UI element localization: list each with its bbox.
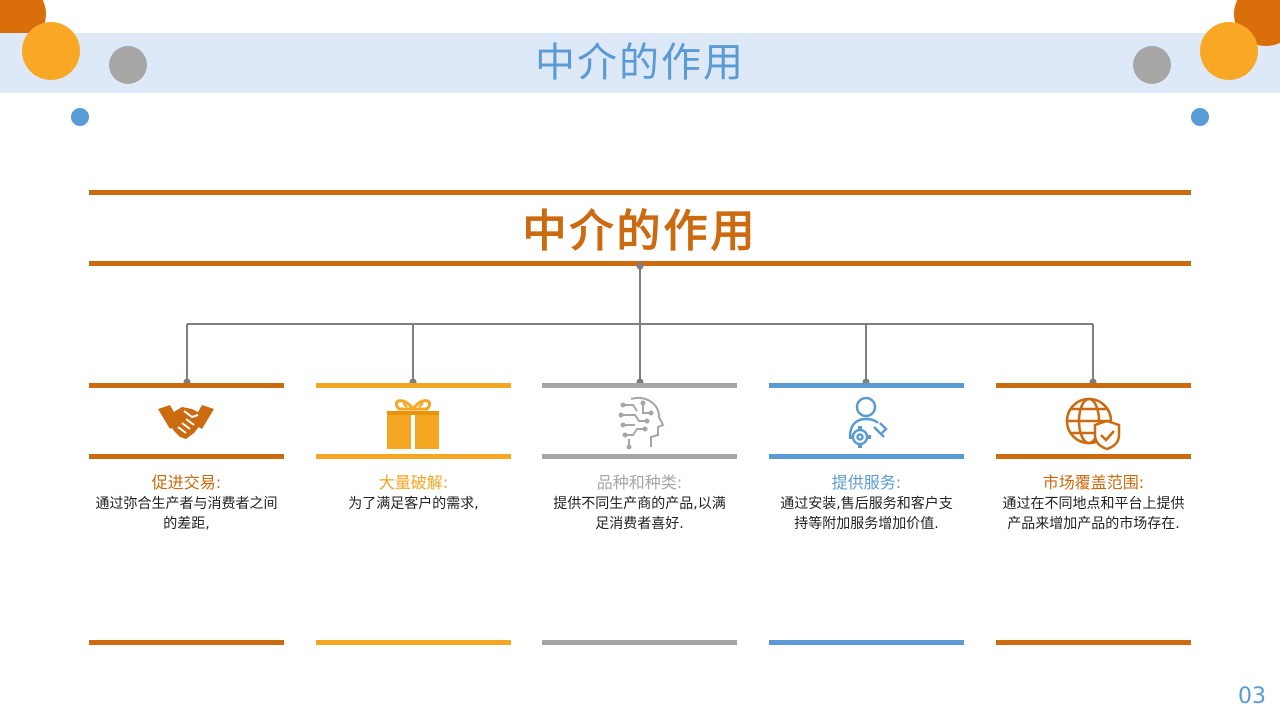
column-title: 促进交易: xyxy=(151,473,222,492)
main-title: 中介的作用 xyxy=(522,206,758,257)
column-top-rule xyxy=(316,383,511,388)
column-title: 大量破解: xyxy=(378,473,449,492)
column-title: 提供服务: xyxy=(831,473,902,492)
column-market-coverage: 市场覆盖范围: 通过在不同地点和平台上提供产品来增加产品的市场存在. xyxy=(996,383,1191,648)
slide-title: 中介的作用 xyxy=(535,40,745,86)
globe-shield-icon xyxy=(1063,393,1123,451)
column-mid-rule xyxy=(996,454,1191,459)
gray-dot-left xyxy=(109,46,147,84)
column-description: 提供不同生产商的产品,以满足消费者喜好. xyxy=(553,496,726,532)
column-bottom-rule xyxy=(89,640,284,645)
column-facilitate-trade: 促进交易: 通过弥合生产者与消费者之间的差距, xyxy=(89,383,284,648)
user-gear-icon xyxy=(836,393,896,451)
column-top-rule xyxy=(542,383,737,388)
column-bottom-rule xyxy=(769,640,964,645)
blue-dot-left xyxy=(71,108,89,126)
corner-circle-yellow-left xyxy=(22,22,80,80)
column-bottom-rule xyxy=(316,640,511,645)
column-title: 市场覆盖范围: xyxy=(1042,473,1145,492)
column-bottom-rule xyxy=(996,640,1191,645)
column-top-rule xyxy=(769,383,964,388)
column-description: 为了满足客户的需求, xyxy=(348,496,479,512)
column-services: 提供服务: 通过安装,售后服务和客户支持等附加服务增加价值. xyxy=(769,383,964,648)
column-top-rule xyxy=(89,383,284,388)
column-title: 品种和种类: xyxy=(596,473,683,492)
column-description: 通过弥合生产者与消费者之间的差距, xyxy=(95,496,278,532)
handshake-icon xyxy=(156,393,216,451)
column-bottom-rule xyxy=(542,640,737,645)
page-number: 03 xyxy=(1238,684,1266,709)
column-top-rule xyxy=(996,383,1191,388)
header-band xyxy=(0,33,1280,93)
column-variety: 品种和种类: 提供不同生产商的产品,以满足消费者喜好. xyxy=(542,383,737,648)
column-mid-rule xyxy=(769,454,964,459)
column-description: 通过安装,售后服务和客户支持等附加服务增加价值. xyxy=(780,496,953,532)
main-title-top-rule xyxy=(89,190,1191,195)
blue-dot-right xyxy=(1191,108,1209,126)
gray-dot-right xyxy=(1133,46,1171,84)
column-bulk-breaking: 大量破解: 为了满足客户的需求, xyxy=(316,383,511,648)
column-mid-rule xyxy=(89,454,284,459)
connector-tree xyxy=(183,262,1097,386)
column-description: 通过在不同地点和平台上提供产品来增加产品的市场存在. xyxy=(1002,496,1185,532)
column-mid-rule xyxy=(542,454,737,459)
gift-icon xyxy=(383,393,443,451)
corner-circle-yellow-right xyxy=(1200,22,1258,80)
ai-head-icon xyxy=(609,393,669,451)
column-mid-rule xyxy=(316,454,511,459)
